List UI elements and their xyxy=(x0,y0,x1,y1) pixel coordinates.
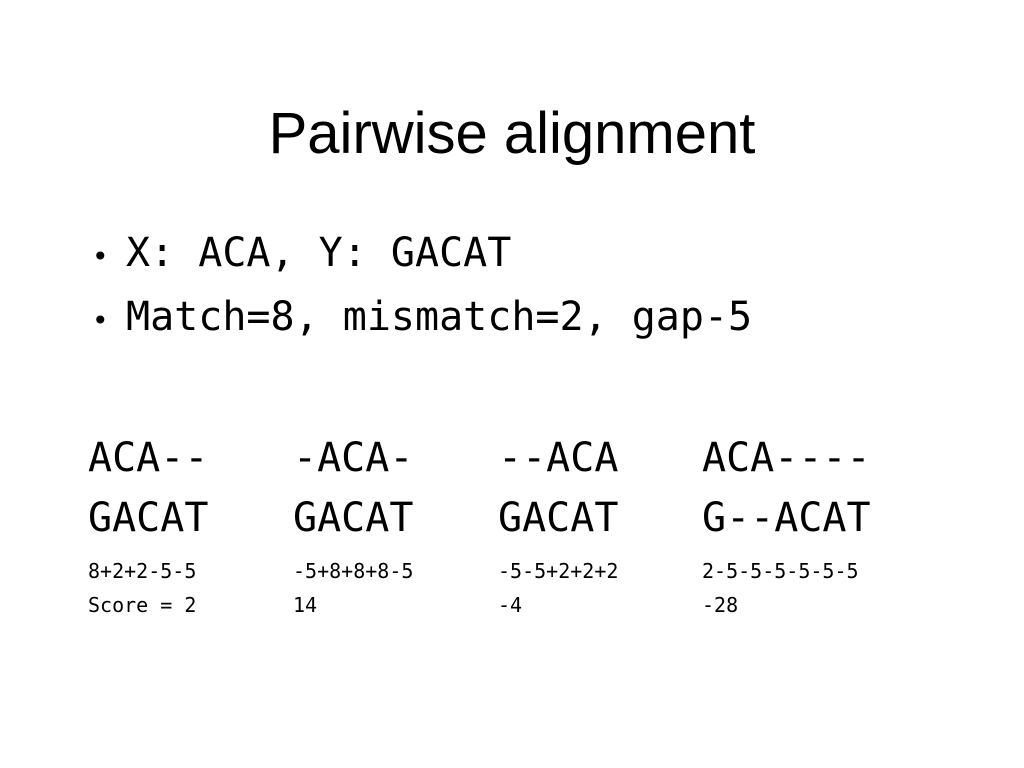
bullet-text-sequences: X: ACA, Y: GACAT xyxy=(126,230,512,276)
bullet-item: • Match=8, mismatch=2, gap-5 xyxy=(92,294,752,358)
alignment-score: -28 xyxy=(702,593,739,617)
alignment-y-row: G--ACAT xyxy=(702,495,871,541)
alignment-score: -4 xyxy=(498,593,523,617)
alignment-score: 14 xyxy=(293,593,318,617)
bullet-dot-icon: • xyxy=(92,240,109,273)
bullet-text-scoring: Match=8, mismatch=2, gap-5 xyxy=(126,294,753,340)
alignment-calculation: 2-5-5-5-5-5-5 xyxy=(702,559,859,583)
bullet-list: • X: ACA, Y: GACAT • Match=8, mismatch=2… xyxy=(92,230,752,358)
slide-title: Pairwise alignment xyxy=(268,101,756,166)
alignment-score: Score = 2 xyxy=(88,593,197,617)
alignment-column-3: --ACA GACAT -5-5+2+2+2 -4 xyxy=(498,428,618,622)
alignment-calculation: 8+2+2-5-5 xyxy=(88,559,197,583)
alignment-column-2: -ACA- GACAT -5+8+8+8-5 14 xyxy=(293,428,413,622)
alignment-column-4: ACA---- G--ACAT 2-5-5-5-5-5-5 -28 xyxy=(702,428,871,622)
alignment-column-1: ACA-- GACAT 8+2+2-5-5 Score = 2 xyxy=(88,428,208,622)
alignment-x-row: --ACA xyxy=(498,435,619,481)
alignment-calculation: -5+8+8+8-5 xyxy=(293,559,414,583)
alignment-calculation: -5-5+2+2+2 xyxy=(498,559,619,583)
alignment-y-row: GACAT xyxy=(293,495,414,541)
alignment-x-row: ACA---- xyxy=(702,435,871,481)
bullet-dot-icon: • xyxy=(92,304,109,337)
alignment-x-row: ACA-- xyxy=(88,435,209,481)
alignment-y-row: GACAT xyxy=(498,495,619,541)
alignment-y-row: GACAT xyxy=(88,495,209,541)
bullet-item: • X: ACA, Y: GACAT xyxy=(92,230,752,294)
alignment-x-row: -ACA- xyxy=(293,435,414,481)
